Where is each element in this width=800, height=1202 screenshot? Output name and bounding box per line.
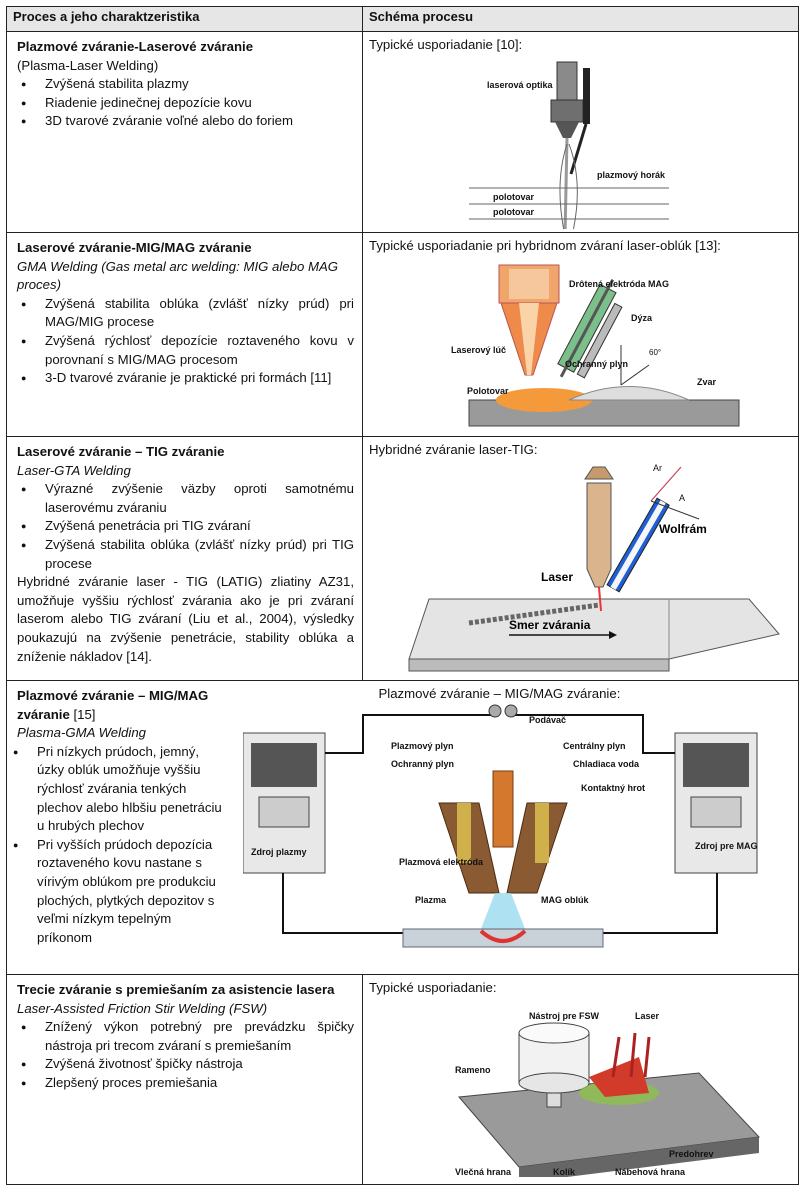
label-mag-arc: MAG oblúk <box>541 895 589 905</box>
label-trailing-edge: Vlečná hrana <box>455 1167 512 1177</box>
label-plasma-gas: Plazmový plyn <box>391 741 454 751</box>
label-plasma: Plazma <box>415 895 447 905</box>
plasma-laser-diagram: laserová optika plazmový horák polotovar… <box>469 61 669 229</box>
process-title: Laserové zváranie-MIG/MAG zváranie <box>17 240 252 255</box>
label-blank-1: polotovar <box>493 192 534 202</box>
process-title: Laserové zváranie – TIG zváranie <box>17 444 225 459</box>
list-item: Zlepšený proces premiešania <box>21 1074 354 1093</box>
label-shield-gas: Ochranný plyn <box>565 359 628 369</box>
label-angle: 60° <box>649 348 661 357</box>
process-ref: [15] <box>73 706 96 722</box>
label-laser-2: Laser <box>635 1011 660 1021</box>
list-item: 3-D tvarové zváranie je praktické pri fo… <box>21 369 354 388</box>
process-description: Trecie zváranie s premiešaním za asisten… <box>6 974 363 1185</box>
list-item: Zvýšená životnosť špičky nástroja <box>21 1055 354 1074</box>
table-row: Trecie zváranie s premiešaním za asisten… <box>6 974 799 1185</box>
plasma-mig-diagram: Zdroj plazmy Zdroj pre MAG <box>242 704 758 948</box>
label-leading-edge: Nábehová hrana <box>615 1167 686 1177</box>
label-cooling-water: Chladiaca voda <box>573 759 640 769</box>
label-ar: Ar <box>653 463 662 473</box>
list-item: Zvýšená stabilita oblúka (zvlášť nízky p… <box>21 536 354 573</box>
list-item: Zvýšená stabilita oblúka (zvlášť nízky p… <box>21 295 354 332</box>
header-schema: Schéma procesu <box>362 6 799 32</box>
label-nozzle: Dýza <box>631 313 653 323</box>
list-item: Riadenie jedinečnej depozície kovu <box>21 94 354 113</box>
list-item: Výrazné zvýšenie väzby oproti samotnému … <box>21 480 354 517</box>
process-subtitle: (Plasma-Laser Welding) <box>17 57 159 73</box>
list-item: Znížený výkon potrebný pre prevádzku špi… <box>21 1018 354 1055</box>
label-laser-optics: laserová optika <box>487 80 554 90</box>
process-schema: Hybridné zváranie laser-TIG: Ar A Wolfrá… <box>362 436 799 681</box>
list-item: Pri vyšších prúdoch depozícia roztavenéh… <box>13 836 227 948</box>
feature-list: Zvýšená stabilita oblúka (zvlášť nízky p… <box>17 295 354 388</box>
process-table: Proces a jeho charaktzeristika Schéma pr… <box>6 6 799 1185</box>
schema-caption: Typické usporiadanie: <box>369 980 497 995</box>
label-blank-2: polotovar <box>493 207 534 217</box>
label-blank: Polotovar <box>467 386 509 396</box>
schema-caption: Hybridné zváranie laser-TIG: <box>369 442 538 457</box>
table-row: Plazmové zváranie – MIG/MAG zváranie [15… <box>6 680 799 975</box>
list-item: Zvýšená penetrácia pri TIG zváraní <box>21 517 354 536</box>
process-description: Plazmové zváranie-Laserové zváranie (Pla… <box>6 31 363 233</box>
process-title: Plazmové zváranie-Laserové zváranie <box>17 39 254 54</box>
laser-mig-diagram: Drôtená elektróda MAG Dýza 60° Laserový … <box>451 264 740 427</box>
list-item: Zvýšená rýchlosť depozície roztaveného k… <box>21 332 354 369</box>
header-process: Proces a jeho charaktzeristika <box>6 6 363 32</box>
table-row: Plazmové zváranie-Laserové zváranie (Pla… <box>6 31 799 233</box>
process-title: Plazmové zváranie – MIG/MAG zváranie <box>17 688 209 722</box>
label-plasma-electrode: Plazmová elektróda <box>399 857 484 867</box>
table-header-row: Proces a jeho charaktzeristika Schéma pr… <box>6 6 799 32</box>
label-plasma-torch: plazmový horák <box>597 170 666 180</box>
label-fsw-tool: Nástroj pre FSW <box>529 1011 600 1021</box>
feature-list: Znížený výkon potrebný pre prevádzku špi… <box>17 1018 354 1092</box>
table-row: Laserové zváranie – TIG zváranie Laser-G… <box>6 436 799 681</box>
feature-list: Výrazné zvýšenie väzby oproti samotnému … <box>17 480 354 573</box>
list-item: Zvýšená stabilita plazmy <box>21 75 354 94</box>
label-laser-beam: Laserový lúč <box>451 345 506 355</box>
process-schema: Typické usporiadanie: Nástroj pre FSW La… <box>362 974 799 1185</box>
process-subtitle: Laser-GTA Welding <box>17 462 131 478</box>
schema-caption: Typické usporiadanie pri hybridnom zvára… <box>369 238 721 253</box>
label-feeder: Podávač <box>529 715 566 725</box>
feature-list: Zvýšená stabilita plazmy Riadenie jedine… <box>17 75 354 131</box>
label-wolfram: Wolfrám <box>659 522 707 536</box>
label-shield-gas-2: Ochranný plyn <box>391 759 454 769</box>
label-weld: Zvar <box>697 377 717 387</box>
label-pin: Kolík <box>553 1167 576 1177</box>
feature-list: Pri nízkych prúdoch, jemný, úzky oblúk u… <box>13 743 227 948</box>
process-description: Laserové zváranie-MIG/MAG zváranie GMA W… <box>6 232 363 437</box>
table-row: Laserové zváranie-MIG/MAG zváranie GMA W… <box>6 232 799 437</box>
label-angle-a: A <box>679 493 685 503</box>
process-subtitle: Plasma-GMA Welding <box>17 725 146 741</box>
label-central-gas: Centrálny plyn <box>563 741 626 751</box>
label-direction: Smer zvárania <box>509 618 591 632</box>
process-description: Laserové zváranie – TIG zváranie Laser-G… <box>6 436 363 681</box>
list-item: Pri nízkych prúdoch, jemný, úzky oblúk u… <box>13 743 227 836</box>
process-paragraph: Hybridné zváranie laser - TIG (LATIG) zl… <box>17 574 354 664</box>
friction-stir-diagram: Nástroj pre FSW Laser Rameno Predohrev V… <box>455 1011 761 1177</box>
process-schema: Typické usporiadanie pri hybridnom zvára… <box>362 232 799 437</box>
process-subtitle: GMA Welding (Gas metal arc welding: MIG … <box>17 258 339 293</box>
list-item: 3D tvarové zváranie voľné alebo do forie… <box>21 112 354 131</box>
label-laser: Laser <box>541 570 573 584</box>
label-preheat: Predohrev <box>669 1149 714 1159</box>
schema-caption: Typické usporiadanie [10]: <box>369 37 523 52</box>
label-source-mag: Zdroj pre MAG <box>695 841 758 851</box>
label-source-plasma: Zdroj plazmy <box>251 847 307 857</box>
process-subtitle: Laser-Assisted Friction Stir Welding (FS… <box>17 1000 268 1016</box>
process-title: Trecie zváranie s premiešaním za asisten… <box>17 982 335 997</box>
process-schema: Plazmové zváranie – MIG/MAG zváranie: Zd… <box>242 680 799 975</box>
process-schema: Typické usporiadanie [10]: laserová opti… <box>362 31 799 233</box>
label-contact-tip: Kontaktný hrot <box>581 783 645 793</box>
label-shoulder: Rameno <box>455 1065 491 1075</box>
label-wire-electrode: Drôtená elektróda MAG <box>569 279 669 289</box>
schema-caption: Plazmové zváranie – MIG/MAG zváranie: <box>378 686 621 701</box>
laser-tig-diagram: Ar A Wolfrám Laser Smer zvárania <box>408 463 780 672</box>
